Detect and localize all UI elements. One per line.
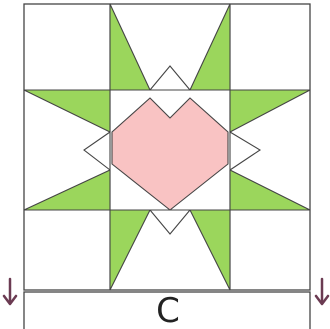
down-arrow-left-icon <box>4 279 16 304</box>
down-arrow-right-icon <box>316 279 328 304</box>
block-label: C <box>156 291 180 329</box>
